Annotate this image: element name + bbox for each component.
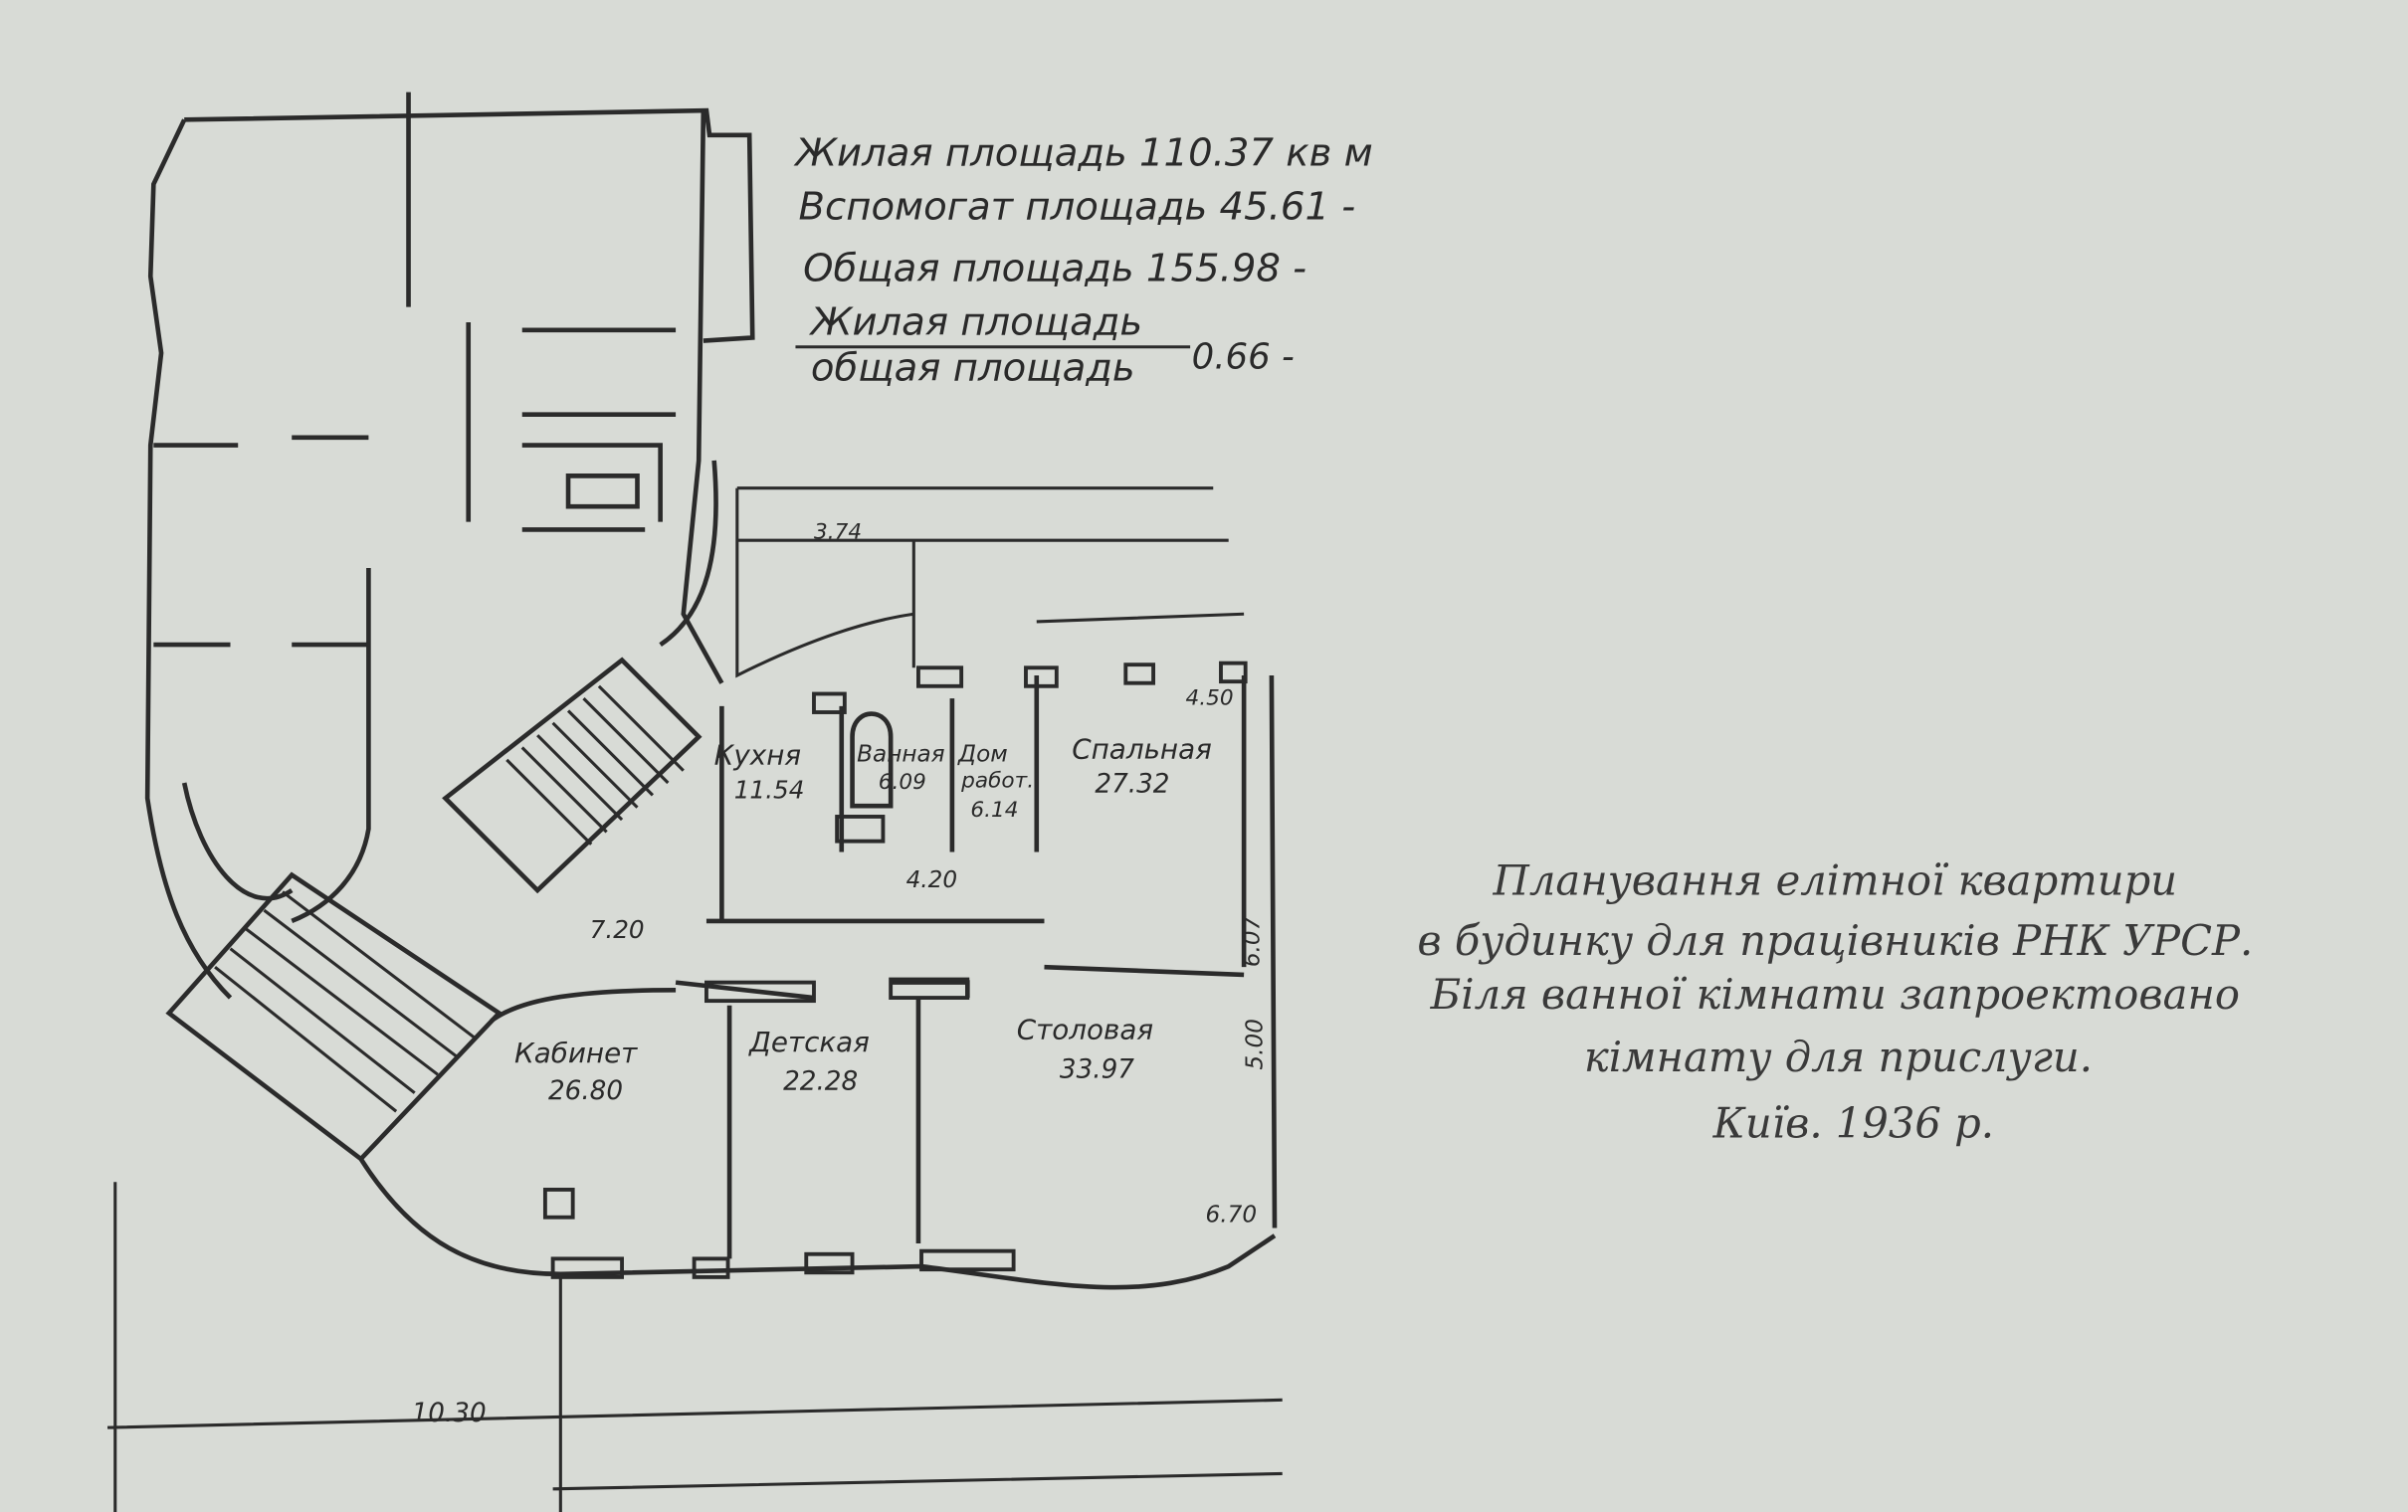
dimension-labels: 3.74 4.50 4.20 7.20 6.07 5.00 6.70 10.30: [412, 520, 1269, 1428]
auxiliary-area-text: Вспомогат площадь 45.61 -: [799, 185, 1356, 230]
caption-line-5: Київ. 1936 р.: [1712, 1098, 1994, 1147]
caption-line-1: Планування елітної квартири: [1493, 856, 2178, 905]
total-area-text: Общая площадь 155.98 -: [803, 246, 1306, 290]
room-area-kitchen: 11.54: [734, 775, 805, 804]
interior-wall-top: [406, 92, 724, 684]
dimension-3-74: 3.74: [814, 520, 862, 545]
room-area-servant: 6.14: [970, 798, 1018, 823]
living-area-text: Жилая площадь 110.37 кв м: [793, 131, 1372, 176]
outer-wall-top: [184, 107, 755, 343]
ratio-value: 0.66 -: [1192, 336, 1295, 377]
room-name-bedroom: Спальная: [1072, 732, 1212, 765]
floor-plan-drawing: [106, 92, 1283, 1512]
room-name-servant: Дом: [957, 741, 1008, 767]
dimension-4-50: 4.50: [1185, 685, 1233, 710]
dimension-6-07: 6.07: [1240, 915, 1266, 967]
kabinet-curve: [490, 988, 677, 1024]
caption: Планування елітної квартири в будинку дл…: [1417, 856, 2253, 1148]
room-labels: Кухня 11.54 Ванная 6.09 Дом работ. 6.14 …: [514, 732, 1212, 1106]
ratio-numerator: Жилая площадь: [809, 299, 1142, 344]
room-walls: [675, 674, 1278, 1259]
dimension-5-00: 5.00: [1243, 1019, 1269, 1069]
staircase-lower: [165, 871, 503, 1163]
room-area-dining: 33.97: [1060, 1054, 1134, 1084]
caption-line-3: Біля ванної кімнати запроектовано: [1430, 970, 2240, 1019]
dimension-lines-bottom: [106, 1182, 1283, 1512]
window-piers: [542, 661, 1248, 1279]
room-name-study: Кабинет: [514, 1037, 638, 1069]
room-area-bedroom: 27.32: [1095, 769, 1169, 799]
room-name-bathroom: Ванная: [857, 741, 944, 767]
dimension-6-70: 6.70: [1206, 1202, 1258, 1228]
room-area-study: 26.80: [548, 1076, 623, 1106]
room-name-nursery: Детская: [747, 1026, 870, 1058]
ratio-denominator: общая площадь: [811, 346, 1135, 391]
dimension-10-30: 10.30: [412, 1399, 487, 1428]
room-area-nursery: 22.28: [783, 1067, 858, 1097]
caption-line-2: в будинку для працівників РНК УРСР.: [1417, 916, 2253, 965]
room-name-kitchen: Кухня: [714, 738, 801, 771]
bottom-wall: [358, 1157, 1277, 1290]
bath-unit: [521, 443, 663, 522]
staircase-upper: [442, 657, 702, 894]
caption-line-4: кімнату для прислуги.: [1584, 1033, 2093, 1081]
area-summary: Жилая площадь 110.37 кв м Вспомогат площ…: [793, 131, 1372, 391]
dimension-4-20: 4.20: [906, 867, 958, 893]
dimension-lines-top: [735, 486, 1245, 678]
room-name-servant-2: работ.: [960, 769, 1034, 794]
left-rooms: [153, 435, 371, 924]
curved-wall: [659, 460, 718, 648]
dimension-7-20: 7.20: [590, 915, 645, 944]
corridor-walls: [466, 322, 677, 532]
room-name-dining: Столовая: [1017, 1014, 1153, 1046]
room-area-bathroom: 6.09: [879, 770, 926, 795]
bath-tub: [850, 711, 894, 809]
